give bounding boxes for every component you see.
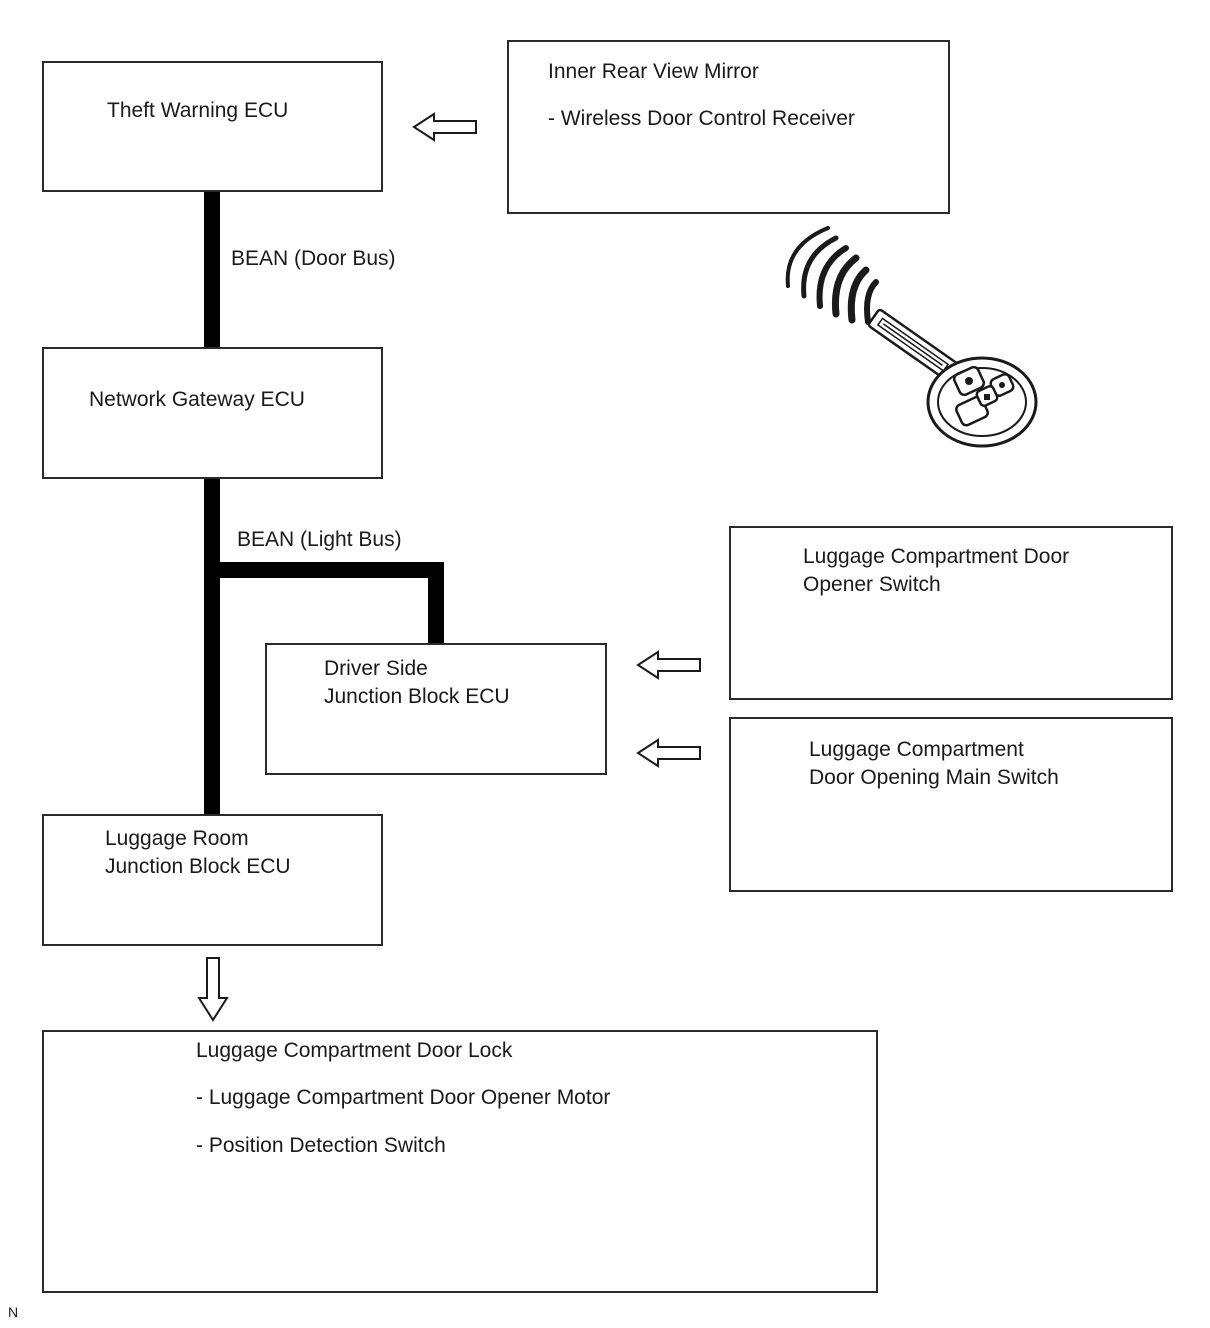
opener-switch-line-2: Opener Switch	[803, 573, 941, 596]
corner-mark: N	[8, 1304, 19, 1320]
network-gateway-ecu-box: Network Gateway ECU	[42, 347, 383, 479]
inner-rear-view-mirror-box: Inner Rear View Mirror - Wireless Door C…	[507, 40, 950, 214]
door-lock-title: Luggage Compartment Door Lock	[196, 1039, 513, 1062]
light-bus-label: BEAN (Light Bus)	[237, 528, 402, 551]
theft-warning-ecu-box: Theft Warning ECU	[42, 61, 383, 192]
driver-jb-line-2: Junction Block ECU	[324, 685, 510, 708]
luggage-jb-line-1: Luggage Room	[105, 827, 249, 850]
door-lock-item-switch: - Position Detection Switch	[196, 1134, 446, 1157]
driver-jb-line-1: Driver Side	[324, 657, 428, 680]
driver-side-junction-block-ecu-box: Driver Side Junction Block ECU	[265, 643, 607, 775]
theft-warning-ecu-title: Theft Warning ECU	[107, 99, 289, 122]
main-switch-line-1: Luggage Compartment	[809, 738, 1024, 761]
hollow-arrow-icon	[636, 650, 701, 680]
hollow-arrow-icon	[412, 112, 477, 142]
network-gateway-ecu-title: Network Gateway ECU	[89, 388, 305, 411]
hollow-arrow-icon	[197, 957, 229, 1022]
light-bus-trunk-line	[204, 478, 220, 816]
light-bus-branch-vertical	[428, 562, 444, 644]
main-switch-box: Luggage Compartment Door Opening Main Sw…	[729, 717, 1173, 892]
luggage-room-junction-block-ecu-box: Luggage Room Junction Block ECU	[42, 814, 383, 946]
door-bus-line	[204, 192, 220, 348]
light-bus-branch-horizontal	[204, 562, 444, 578]
radio-waves-icon	[785, 226, 879, 325]
mirror-title: Inner Rear View Mirror	[548, 60, 759, 83]
main-switch-line-2: Door Opening Main Switch	[809, 766, 1059, 789]
door-lock-box: Luggage Compartment Door Lock - Luggage …	[42, 1030, 878, 1293]
opener-switch-line-1: Luggage Compartment Door	[803, 545, 1070, 568]
hollow-arrow-icon	[636, 738, 701, 768]
door-lock-item-motor: - Luggage Compartment Door Opener Motor	[196, 1086, 611, 1109]
opener-switch-box: Luggage Compartment Door Opener Switch	[729, 526, 1173, 700]
wireless-key-transmitter-icon	[785, 226, 1038, 448]
luggage-jb-line-2: Junction Block ECU	[105, 855, 291, 878]
mirror-item-receiver: - Wireless Door Control Receiver	[548, 107, 855, 130]
door-bus-label: BEAN (Door Bus)	[231, 247, 396, 270]
